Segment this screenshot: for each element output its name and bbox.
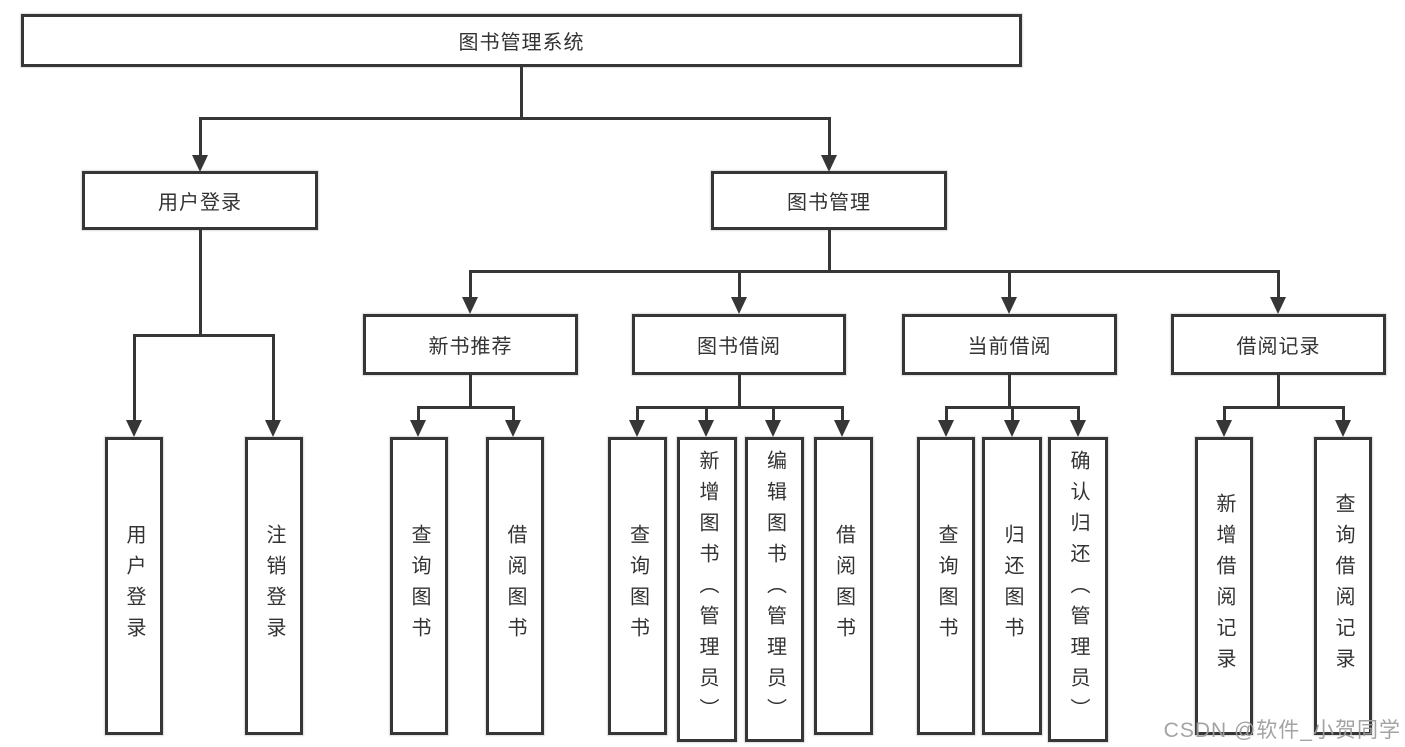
leaf-borrow-books-recommend: 借阅图书 — [486, 437, 544, 735]
arrowhead-down-icon — [834, 420, 850, 437]
arrowhead-down-icon — [126, 420, 142, 437]
connector-line — [417, 406, 420, 422]
arrowhead-down-icon — [1001, 297, 1017, 314]
arrowhead-down-icon — [265, 420, 281, 437]
csdn-watermark: CSDN @软件_小贺同学 — [1163, 719, 1401, 742]
arrowhead-down-icon — [192, 155, 208, 172]
connector-line — [772, 406, 775, 422]
connector-line — [199, 117, 202, 156]
connector-line — [469, 270, 472, 300]
arrowhead-down-icon — [1216, 420, 1232, 437]
connector-line — [272, 334, 275, 422]
arrowhead-down-icon — [1070, 420, 1086, 437]
connector-line — [512, 406, 515, 422]
connector-line — [636, 406, 844, 409]
leaf-add-book-admin: 新增图书（管理员） — [677, 437, 737, 742]
connector-line — [1011, 406, 1014, 422]
connector-line — [469, 375, 472, 408]
node-current-borrow: 当前借阅 — [902, 314, 1117, 375]
leaf-query-borrow-record: 查询借阅记录 — [1314, 437, 1372, 735]
arrowhead-down-icon — [505, 420, 521, 437]
arrowhead-down-icon — [1004, 420, 1020, 437]
leaf-borrow-books: 借阅图书 — [814, 437, 873, 735]
node-book-borrow: 图书借阅 — [632, 314, 846, 375]
connector-line — [1077, 406, 1080, 422]
connector-line — [1277, 375, 1280, 408]
connector-line — [1342, 406, 1345, 422]
leaf-return-books: 归还图书 — [982, 437, 1042, 735]
arrowhead-down-icon — [1270, 297, 1286, 314]
connector-line — [738, 270, 741, 300]
leaf-logout: 注销登录 — [245, 437, 303, 735]
node-borrow-records: 借阅记录 — [1171, 314, 1386, 375]
connector-line — [417, 406, 515, 409]
connector-line — [828, 117, 831, 156]
node-book-management: 图书管理 — [711, 171, 947, 230]
leaf-confirm-return-admin: 确认归还（管理员） — [1048, 437, 1108, 742]
node-library-system: 图书管理系统 — [21, 14, 1022, 67]
connector-line — [945, 406, 948, 422]
connector-line — [133, 334, 275, 337]
connector-line — [828, 230, 831, 273]
connector-line — [520, 67, 523, 118]
leaf-query-books-current: 查询图书 — [917, 437, 975, 735]
arrowhead-down-icon — [821, 155, 837, 172]
connector-line — [841, 406, 844, 422]
leaf-edit-book-admin: 编辑图书（管理员） — [745, 437, 804, 742]
arrowhead-down-icon — [410, 420, 426, 437]
connector-line — [636, 406, 639, 422]
connector-line — [469, 270, 1280, 273]
connector-line — [1008, 375, 1011, 408]
arrowhead-down-icon — [765, 420, 781, 437]
arrowhead-down-icon — [629, 420, 645, 437]
connector-line — [1277, 270, 1280, 300]
connector-line — [705, 406, 708, 422]
leaf-add-borrow-record: 新增借阅记录 — [1195, 437, 1253, 735]
connector-line — [1008, 270, 1011, 300]
arrowhead-down-icon — [462, 297, 478, 314]
arrowhead-down-icon — [731, 297, 747, 314]
arrowhead-down-icon — [938, 420, 954, 437]
leaf-query-books-borrow: 查询图书 — [608, 437, 667, 735]
connector-line — [738, 375, 741, 408]
leaf-user-login: 用户登录 — [105, 437, 163, 735]
connector-line — [199, 230, 202, 337]
arrowhead-down-icon — [1335, 420, 1351, 437]
connector-line — [133, 334, 136, 422]
connector-line — [1223, 406, 1226, 422]
node-new-book-recommend: 新书推荐 — [363, 314, 578, 375]
node-user-login: 用户登录 — [82, 171, 318, 230]
leaf-query-books-recommend: 查询图书 — [390, 437, 448, 735]
connector-line — [199, 117, 831, 120]
arrowhead-down-icon — [698, 420, 714, 437]
connector-line — [1223, 406, 1344, 409]
